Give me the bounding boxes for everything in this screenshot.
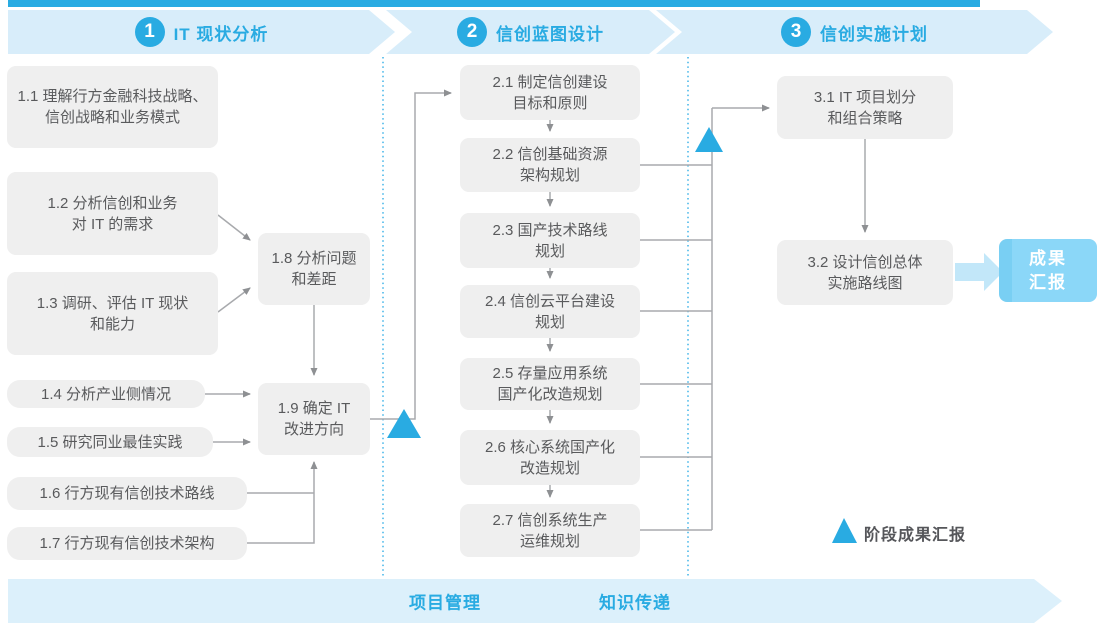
footer-item-knowledge-transfer: 知识传递	[599, 593, 671, 613]
top-accent-bar	[8, 0, 980, 7]
step-box-1-3: 1.3 调研、评估 IT 现状 和能力	[7, 272, 218, 355]
step-box-1-9: 1.9 确定 IT 改进方向	[258, 383, 370, 455]
step-box-2-7: 2.7 信创系统生产 运维规划	[460, 504, 640, 557]
step-box-2-3: 2.3 国产技术路线 规划	[460, 213, 640, 268]
step-box-2-2: 2.2 信创基础资源 架构规划	[460, 138, 640, 192]
step-box-1-2: 1.2 分析信创和业务 对 IT 的需求	[7, 172, 218, 255]
phase-2-title: 信创蓝图设计	[496, 24, 604, 44]
phase-3-title: 信创实施计划	[820, 24, 928, 44]
step-box-2-4: 2.4 信创云平台建设 规划	[460, 285, 640, 338]
step-box-1-1: 1.1 理解行方金融科技战略、 信创战略和业务模式	[7, 66, 218, 148]
step-box-1-8: 1.8 分析问题 和差距	[258, 233, 370, 305]
step-box-1-5: 1.5 研究同业最佳实践	[7, 427, 213, 457]
phase-3-number-badge: 3	[781, 17, 811, 47]
milestone-triangle-phase1-icon	[387, 409, 421, 438]
step-box-2-6: 2.6 核心系统国产化 改造规划	[460, 430, 640, 485]
footer-banner: 项目管理 知识传递	[8, 579, 1062, 623]
phase-1-number-badge: 1	[135, 17, 165, 47]
legend-label: 阶段成果汇报	[864, 527, 967, 544]
gray-connectors	[205, 89, 869, 544]
phase-banner-1: 1 IT 现状分析	[8, 10, 395, 54]
phase-banner-3: 3 信创实施计划	[656, 10, 1053, 54]
result-box: 成果 汇报	[999, 239, 1097, 302]
result-arrow-icon	[955, 253, 1003, 291]
phase-banner-2: 2 信创蓝图设计	[386, 10, 675, 54]
step-box-1-6: 1.6 行方现有信创技术路线	[7, 477, 247, 510]
step-box-2-1: 2.1 制定信创建设 目标和原则	[460, 65, 640, 120]
step-box-1-7: 1.7 行方现有信创技术架构	[7, 527, 247, 560]
step-box-3-2: 3.2 设计信创总体 实施路线图	[777, 240, 953, 305]
phase-1-title: IT 现状分析	[173, 24, 269, 44]
step-box-1-4: 1.4 分析产业侧情况	[7, 380, 205, 408]
phase-2-number-badge: 2	[457, 17, 487, 47]
step-box-3-1: 3.1 IT 项目划分 和组合策略	[777, 76, 953, 139]
milestone-triangle-phase2-icon	[695, 127, 723, 152]
footer-item-project-management: 项目管理	[409, 593, 481, 613]
legend-triangle-icon	[832, 518, 857, 543]
step-box-2-5: 2.5 存量应用系统 国产化改造规划	[460, 358, 640, 410]
